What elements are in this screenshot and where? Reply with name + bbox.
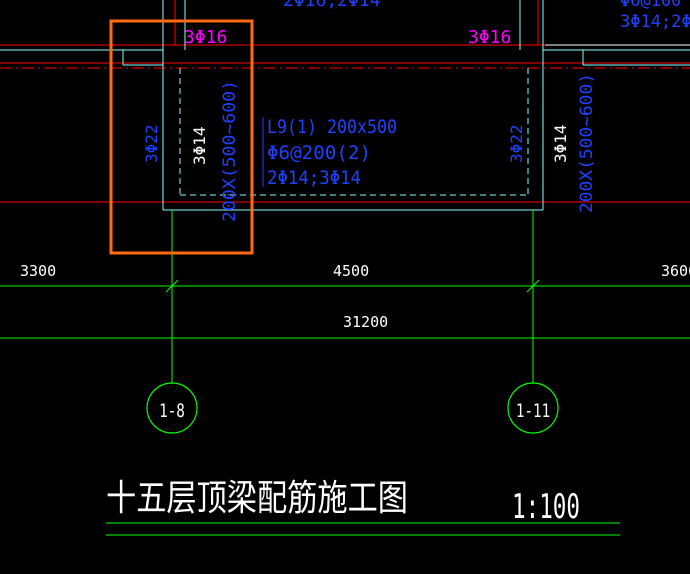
rebar-top-right-2: 3Φ14;2Φ bbox=[620, 12, 690, 32]
rebar-top-partial: 2Φ16,2Φ14 bbox=[283, 0, 381, 11]
axis-lines bbox=[0, 210, 690, 383]
rebar-right-size: 200X(500~600) bbox=[577, 73, 597, 213]
beam-outline-cyan bbox=[0, 0, 690, 211]
axis-bubble-1-11: 1-11 bbox=[507, 382, 559, 434]
highlight-box[interactable] bbox=[109, 19, 254, 255]
rebar-right-top: 3Φ14 bbox=[551, 124, 570, 163]
rebar-left-top: 3Φ14 bbox=[190, 126, 209, 165]
beam-label-line3: 2Φ14;3Φ14 bbox=[267, 167, 361, 189]
axis-label-1-8: 1-8 bbox=[159, 399, 185, 422]
dim-span-right: 3600 bbox=[661, 262, 690, 280]
dim-total: 31200 bbox=[343, 313, 388, 331]
dim-span-left: 3300 bbox=[20, 262, 56, 280]
rebar-left-size: 200X(500~600) bbox=[220, 80, 240, 222]
beam-label-line1: L9(1) 200x500 bbox=[267, 116, 397, 138]
axis-bubble-1-8: 1-8 bbox=[146, 382, 198, 434]
drawing-title: 十五层顶梁配筋施工图 bbox=[106, 478, 408, 519]
beam-label-line2: Φ6@200(2) bbox=[267, 142, 371, 164]
rebar-top-right-1: Φ6@100 bbox=[620, 0, 681, 11]
dim-span-mid: 4500 bbox=[333, 262, 369, 280]
axis-label-1-11: 1-11 bbox=[516, 399, 550, 422]
drawing-scale: 1:100 bbox=[512, 487, 580, 527]
rebar-top-left: 3Φ16 bbox=[184, 27, 227, 48]
rebar-left-bottom: 3Φ22 bbox=[142, 124, 161, 163]
beam-hidden-outline bbox=[179, 68, 529, 196]
rebar-right-bottom: 3Φ22 bbox=[507, 124, 526, 163]
rebar-top-mid: 3Φ16 bbox=[468, 27, 511, 48]
title-underline bbox=[106, 522, 620, 536]
